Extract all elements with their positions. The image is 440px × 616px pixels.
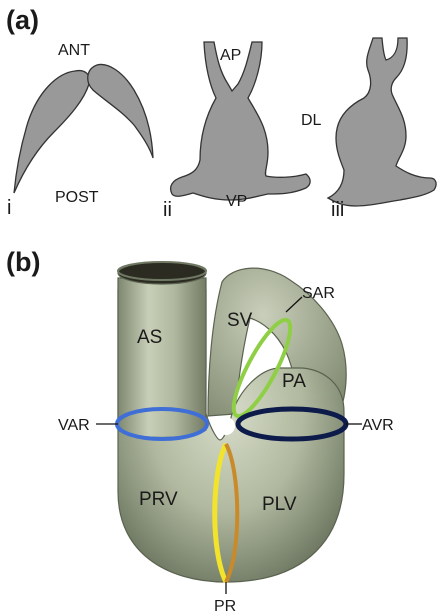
stage-i: ANT POST i <box>7 42 153 219</box>
panel-b-label: (b) <box>6 247 40 277</box>
var-label: VAR <box>58 417 90 434</box>
stage-ii: AP VP ii <box>163 42 310 221</box>
stage-iii-numeral: iii <box>331 199 344 221</box>
stage-ii-numeral: ii <box>163 199 172 221</box>
avr-label: AVR <box>362 417 394 434</box>
ant-label: ANT <box>58 42 90 59</box>
right-crescent <box>88 64 153 158</box>
stage-iii: DL iii <box>301 38 436 221</box>
tube-silhouette-iii <box>328 38 436 206</box>
prv-label: PRV <box>139 489 178 510</box>
pa-label: PA <box>282 371 306 392</box>
ap-label: AP <box>220 47 241 64</box>
as-label: AS <box>137 327 162 348</box>
pr-label: PR <box>214 598 236 615</box>
plv-label: PLV <box>262 494 297 515</box>
heart-loop-model: AS SV PA PRV PLV SAR VAR AVR PR <box>58 262 394 615</box>
sar-label: SAR <box>302 285 335 302</box>
sv-label: SV <box>227 310 253 331</box>
stage-i-numeral: i <box>7 197 11 219</box>
tube-silhouette-ii <box>171 42 311 200</box>
loop-gap <box>217 417 235 435</box>
left-crescent <box>14 71 90 193</box>
panel-a-label: (a) <box>6 5 39 35</box>
dl-label: DL <box>301 112 322 129</box>
vp-label: VP <box>226 193 247 210</box>
post-label: POST <box>55 189 99 206</box>
